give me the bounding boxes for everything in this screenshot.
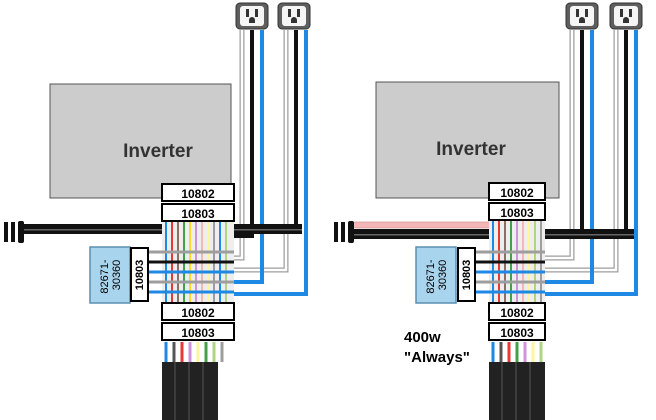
connector-label: 10803 bbox=[181, 326, 215, 340]
inverter-box bbox=[375, 81, 560, 199]
part-number-line1: 82671- bbox=[99, 259, 111, 294]
diagram-right: Inverter bbox=[334, 2, 643, 420]
ac-outlet-icon bbox=[609, 2, 643, 30]
part-number-line2: 30360 bbox=[111, 260, 123, 291]
pink-wire bbox=[351, 221, 501, 229]
connector-label: 10802 bbox=[500, 186, 534, 200]
part-block bbox=[415, 246, 457, 304]
connector-label: 10803 bbox=[500, 326, 534, 340]
ac-outlet-icon bbox=[277, 2, 311, 30]
connector-label: 10802 bbox=[181, 306, 215, 320]
connector-label: 10803 bbox=[500, 206, 534, 220]
lower-wires-right bbox=[491, 342, 543, 362]
harness-bundle-right bbox=[475, 218, 545, 308]
svg-text:82671- 30360: 82671- 30360 bbox=[99, 256, 123, 293]
plug-icon bbox=[4, 221, 24, 243]
output-cable bbox=[162, 362, 218, 420]
output-cable bbox=[489, 362, 545, 420]
side-block-label: 10803 bbox=[461, 260, 473, 291]
part-number-line2: 30360 bbox=[437, 260, 449, 291]
inverter-box bbox=[49, 83, 232, 199]
svg-text:82671- 30360: 82671- 30360 bbox=[425, 256, 449, 293]
ac-outlet-icon bbox=[235, 2, 269, 30]
plug-icon bbox=[334, 221, 354, 243]
harness-bundle-left bbox=[148, 218, 234, 308]
connector-label: 10802 bbox=[500, 306, 534, 320]
annotation-mode: "Always" bbox=[404, 349, 470, 366]
lower-wires-left bbox=[164, 342, 224, 362]
side-block-label: 10803 bbox=[134, 260, 146, 291]
inverter-label: Inverter bbox=[436, 139, 506, 160]
inverter-label: Inverter bbox=[123, 141, 193, 162]
ac-outlet-icon bbox=[565, 2, 599, 30]
connector-label: 10803 bbox=[181, 207, 215, 221]
part-number-line1: 82671- bbox=[425, 259, 437, 294]
annotation-power: 400w bbox=[404, 329, 441, 346]
connector-label: 10802 bbox=[181, 187, 215, 201]
part-block bbox=[89, 246, 131, 304]
diagram-left: Inverter bbox=[4, 2, 311, 420]
